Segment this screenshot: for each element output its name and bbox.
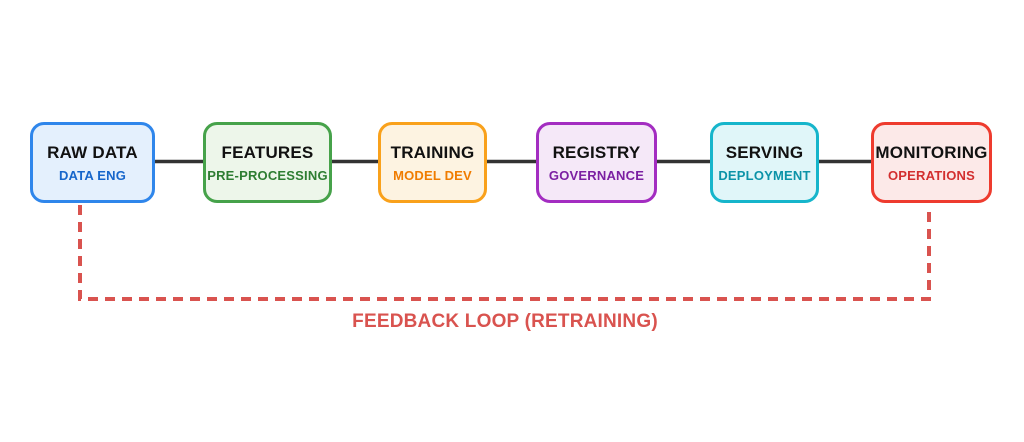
stage-subtitle: DATA ENG [58, 167, 127, 183]
stage-subtitle: OPERATIONS [888, 167, 975, 183]
feedback-loop-label: FEEDBACK LOOP (RETRAINING) [352, 311, 658, 332]
stage-title: SERVING [725, 142, 804, 162]
feedback-loop-dashed-line [78, 205, 931, 301]
stage-subtitle: GOVERNANCE [548, 167, 645, 183]
stage-title: FEATURES [221, 142, 314, 162]
stage-subtitle: PRE-PROCESSING [207, 167, 328, 183]
stage-title: REGISTRY [552, 142, 641, 162]
stage-title: RAW DATA [47, 142, 138, 162]
stage-training: TRAINING MODEL DEV [378, 122, 487, 203]
stage-features: FEATURES PRE-PROCESSING [203, 122, 332, 203]
stage-monitoring: MONITORING OPERATIONS [871, 122, 992, 203]
stage-raw-data: RAW DATA DATA ENG [30, 122, 155, 203]
stage-title: MONITORING [875, 142, 988, 162]
stage-title: TRAINING [390, 142, 475, 162]
stage-subtitle: MODEL DEV [393, 167, 472, 183]
stage-subtitle: DEPLOYMENT [718, 167, 811, 183]
stage-registry: REGISTRY GOVERNANCE [536, 122, 657, 203]
stage-serving: SERVING DEPLOYMENT [710, 122, 819, 203]
